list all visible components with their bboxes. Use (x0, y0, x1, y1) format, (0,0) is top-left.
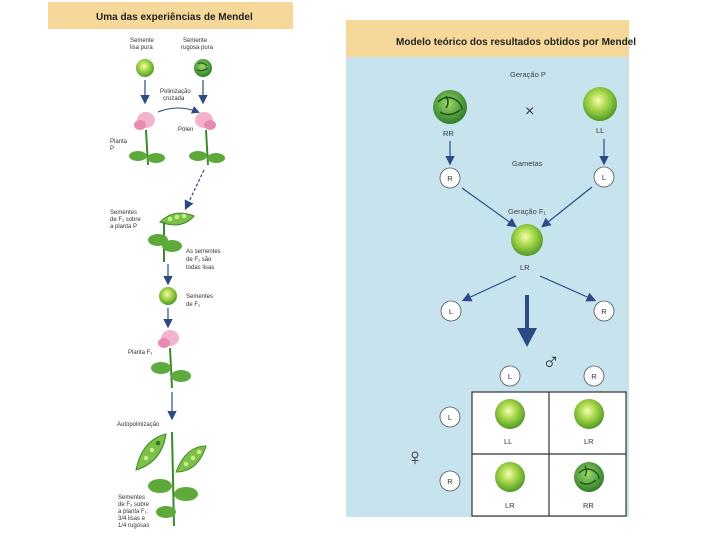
punnett-col-1-circle (499, 365, 521, 387)
punnett-col-2-circle (583, 365, 605, 387)
punnett-col-2-label: R (591, 372, 597, 381)
female-symbol: ♀ (406, 444, 424, 471)
wrinkle-lines (196, 62, 209, 72)
parent-wrinkled-genotype: RR (443, 129, 454, 138)
f1-gamete-r-label: R (601, 307, 607, 316)
generation-p-label: Geração P (510, 70, 546, 79)
f2-seeds-label: Sementes de F₂ sobre a planta F₁: 3/4 li… (118, 495, 151, 529)
arrow-to-punnett-head (517, 328, 537, 347)
plant-p-label: Planta P (110, 139, 129, 152)
punnett-col-1-label: L (508, 372, 512, 381)
self-pollination-label: Autopolinização (117, 422, 160, 428)
f1-gamete-r-circle (593, 300, 615, 322)
gamete-r-label: R (447, 174, 453, 183)
cell-ll-label: LL (504, 437, 512, 446)
f1-seeds-label: Sementes de F₁ (186, 294, 215, 308)
f2-pod-plant-icon (135, 431, 207, 527)
cell-lr-top-label: LR (584, 437, 594, 446)
pollen-label: Pólen (178, 127, 193, 133)
f1-pod-plant-icon (148, 212, 195, 262)
arrow-f1-to-gamete-l (461, 275, 517, 302)
seed-smooth-label: Semente lisa pura (130, 38, 156, 51)
gamete-l-circle (593, 166, 615, 188)
cell-ll-pea-icon (495, 399, 525, 429)
arrow-f1-to-gamete-r (539, 275, 597, 302)
f1-gamete-l-label: L (449, 307, 453, 316)
seed-wrinkled-label: Semente rugosa pura (181, 38, 214, 51)
punnett-row-1-circle (439, 406, 461, 428)
cross-pollination-label: Polinização cruzada (160, 89, 192, 102)
male-symbol: ♂ (542, 349, 560, 376)
gamete-l-label: L (602, 173, 606, 182)
left-title-bar (48, 2, 293, 29)
f1-genotype-label: LR (520, 263, 530, 272)
cell-rr-label: RR (583, 501, 594, 510)
f1-seed-icon (159, 287, 177, 305)
cell-rr-pea-icon (574, 462, 604, 492)
left-panel: Uma das experiências de Mendel Semente l… (48, 2, 293, 529)
wrinkled-seed-icon (194, 59, 212, 77)
pollen-transfer-arrow (157, 106, 200, 114)
plant-f1-label: Planta F₁ (128, 350, 152, 356)
f1-plant-icon (151, 330, 191, 389)
punnett-row-2-circle (439, 470, 461, 492)
arrow-gamete-l-to-f1 (541, 186, 593, 228)
parent-smooth-genotype: LL (596, 126, 604, 135)
f1-gamete-l-circle (440, 300, 462, 322)
left-title: Uma das experiências de Mendel (96, 12, 253, 23)
cell-rr-wrinkle-lines (578, 465, 600, 485)
generation-f1-label: Geração F₁ (508, 207, 546, 216)
arrow-gamete-r-to-f1 (461, 187, 517, 228)
right-title: Modelo teórico dos resultados obtidos po… (396, 37, 636, 48)
cell-lr-bottom-label: LR (505, 501, 515, 510)
f1-seeds-on-p-label: Sementes de F₁ sobre a planta P (110, 210, 142, 230)
f1-pea-icon (511, 224, 543, 256)
arrow-to-f1-pod (184, 169, 205, 211)
f1-all-smooth-label: As sementes de F₁ são todas lisas (186, 249, 222, 271)
smooth-seed-icon (136, 59, 154, 77)
gamete-r-circle (439, 167, 461, 189)
right-panel: Modelo teórico dos resultados obtidos po… (346, 20, 636, 517)
cell-lr-bottom-pea-icon (495, 462, 525, 492)
parent-smooth-pea-icon (583, 87, 617, 121)
flower-p-right-icon (189, 112, 225, 166)
punnett-row-2-label: R (447, 477, 453, 486)
cross-symbol: × (525, 103, 534, 120)
right-title-bar (346, 20, 629, 57)
cell-lr-top-pea-icon (574, 399, 604, 429)
flower-p-left-icon (129, 112, 165, 166)
gametes-label: Gametas (512, 159, 543, 168)
punnett-row-1-label: L (448, 413, 452, 422)
parent-wrinkle-lines (437, 95, 463, 116)
